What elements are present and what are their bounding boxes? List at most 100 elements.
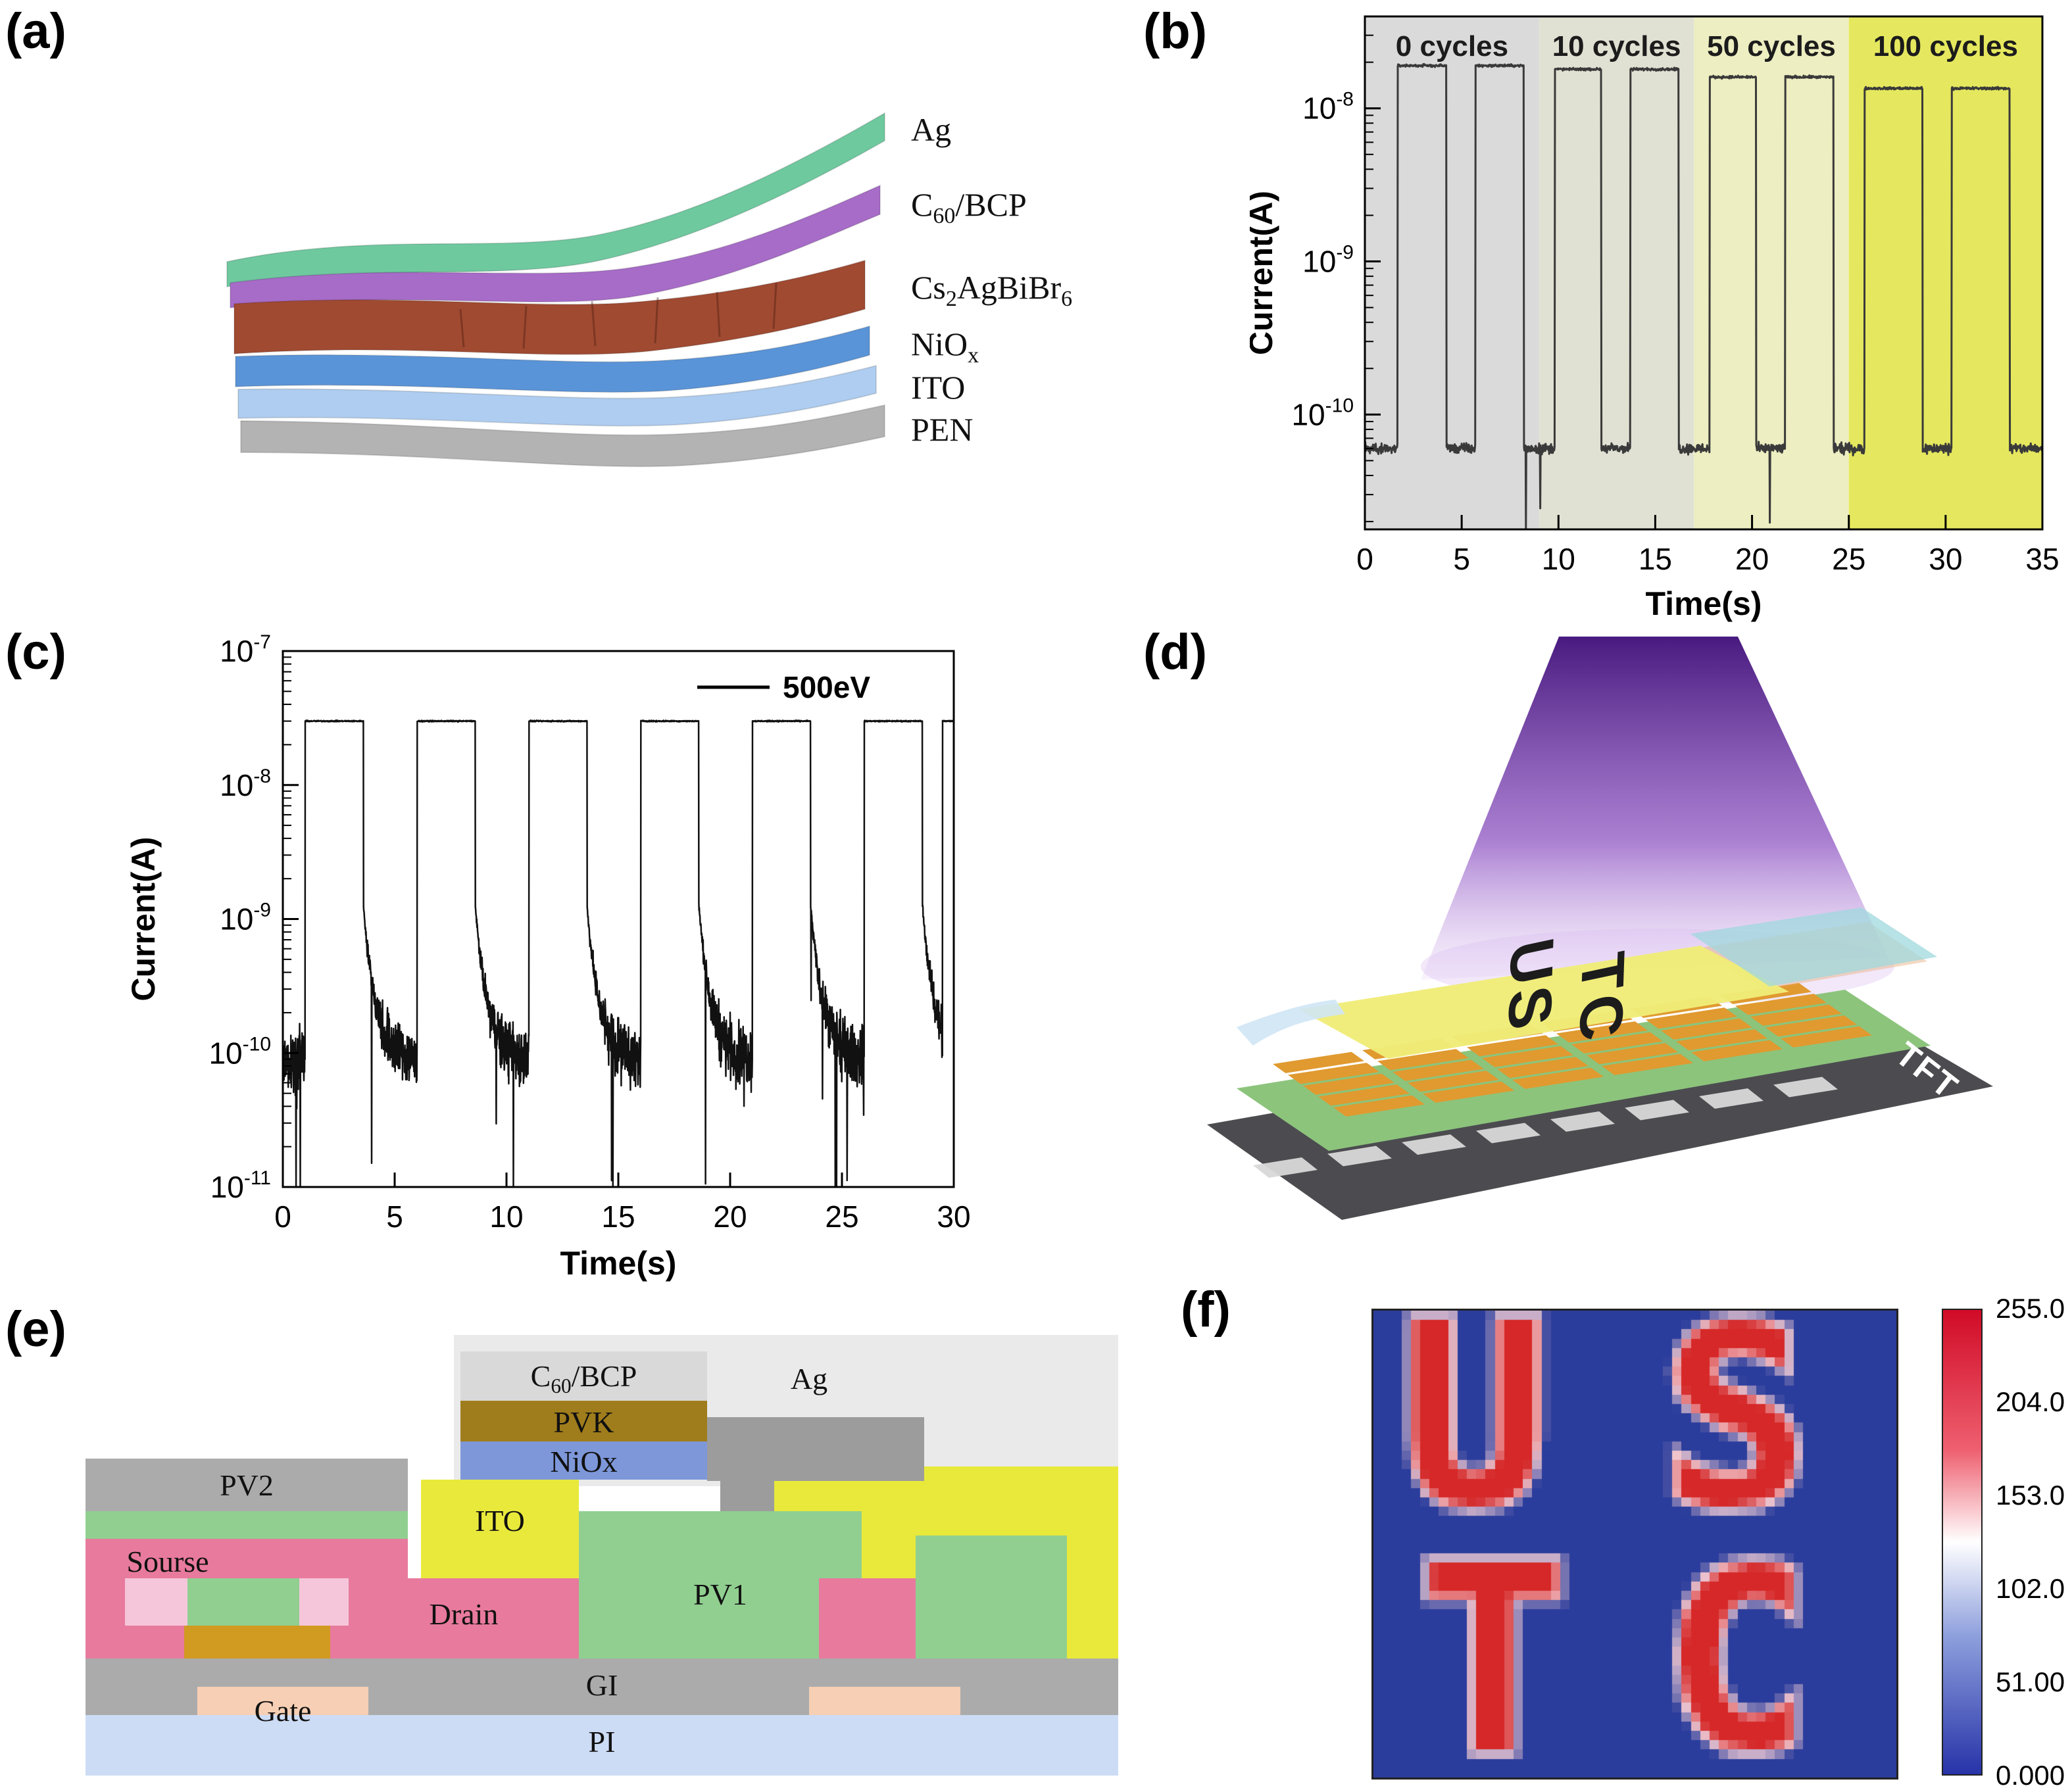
region-band <box>1848 16 2042 529</box>
y-tick-label: 10-10 <box>209 1033 271 1070</box>
pink-right-block <box>819 1578 918 1659</box>
label-pv1: PV1 <box>693 1578 747 1611</box>
cyan-cover-sheet <box>1690 908 1937 986</box>
x-tick-label: 10 <box>489 1199 523 1234</box>
c60bcp-layer <box>460 1351 707 1401</box>
x-tick-label: 30 <box>1929 542 1962 576</box>
layer-band-c60bcp <box>230 184 881 309</box>
x-tick-label: 5 <box>386 1199 403 1234</box>
colorbar-tick-label: 51.00 <box>1996 1666 2065 1697</box>
ustc-heatmap <box>1371 1309 1898 1780</box>
colorbar-tick-label: 102.0 <box>1996 1573 2065 1604</box>
pixel-cell <box>1556 1021 1648 1043</box>
axis-box <box>282 650 955 1188</box>
ito-block <box>421 1480 579 1578</box>
label-gate: Gate <box>254 1694 312 1728</box>
layer-band-ag <box>226 112 885 288</box>
x-axis-title: Time(s) <box>1646 585 1762 622</box>
axis-box <box>1364 15 2044 531</box>
pixel-cell <box>1675 1029 1767 1051</box>
layer-band-niox <box>235 325 870 393</box>
label-gi: GI <box>585 1668 618 1702</box>
panel-label-d: (d) <box>1143 624 1208 680</box>
device-cross-section: C60/BCP PVK NiOx Ag PV2 Sourse ITO Drain… <box>86 1335 1125 1789</box>
x-tick-label: 15 <box>1639 542 1672 576</box>
pixel-cell <box>1422 1081 1514 1103</box>
xray-beam <box>1421 637 1888 980</box>
x-tick-label: 20 <box>713 1199 747 1234</box>
gate-metal-block <box>184 1626 330 1659</box>
device-stack-illustration <box>226 112 885 468</box>
y-tick-label: 10-9 <box>220 900 271 936</box>
flex-cover-sliver <box>1237 1000 1345 1046</box>
y-tick-label: 10-7 <box>220 631 271 668</box>
colorbar <box>1942 1309 1983 1776</box>
pixel-cell <box>1392 1059 1484 1081</box>
x-tick-label: 30 <box>937 1199 970 1234</box>
label-part: /BCP <box>571 1359 637 1393</box>
contact-pad <box>1699 1088 1764 1109</box>
colorbar-tick-label: 0.000 <box>1996 1760 2065 1791</box>
label-niox: NiOx <box>550 1445 618 1478</box>
label-ito: ITO <box>475 1504 525 1538</box>
pixel-cell <box>1407 1071 1499 1092</box>
region-band <box>1694 16 1849 529</box>
pixel-cell <box>1318 1084 1410 1106</box>
pixel-cell <box>1377 1049 1469 1071</box>
pixel-cell <box>1333 1095 1425 1117</box>
pixel-cell <box>1660 1018 1752 1040</box>
x-tick-label: 15 <box>601 1199 635 1234</box>
x-tick-label: 25 <box>1832 542 1865 576</box>
y-tick-label: 10-8 <box>1302 89 1354 126</box>
perovskite-cracks <box>459 282 777 349</box>
region-label: 50 cycles <box>1707 30 1836 62</box>
colorbar-tick-label: 153.0 <box>1996 1480 2065 1511</box>
y-tick-label: 10-11 <box>210 1167 271 1204</box>
x-tick-label: 10 <box>1542 542 1575 576</box>
waveform-b <box>1364 62 2044 531</box>
pvk-layer <box>460 1401 707 1441</box>
label-sourse: Sourse <box>126 1545 209 1578</box>
contact-pad <box>1327 1146 1392 1167</box>
pv1-block <box>579 1511 862 1659</box>
contact-pad <box>1550 1111 1615 1132</box>
region-label: 0 cycles <box>1396 30 1508 62</box>
y-tick-label: 10-9 <box>1302 242 1354 279</box>
panel-label-a: (a) <box>5 3 66 59</box>
panel-label-c: (c) <box>5 624 66 680</box>
x-tick-label: 0 <box>274 1199 291 1234</box>
label-drain: Drain <box>429 1597 499 1631</box>
pixel-cell <box>1302 1073 1394 1095</box>
device-print-line1: US <box>1495 932 1567 1039</box>
contact-pad <box>1402 1134 1466 1155</box>
contact-pad <box>1625 1100 1689 1121</box>
pixel-cell <box>1288 1063 1379 1084</box>
pv2-block <box>86 1459 408 1511</box>
label-part: C <box>530 1359 551 1393</box>
x-axis-title: Time(s) <box>560 1245 677 1282</box>
pixel-cell <box>1765 1015 1857 1037</box>
contact-left <box>125 1578 187 1626</box>
pixel-cell <box>1272 1052 1364 1073</box>
y-tick-label: 10-10 <box>1291 395 1354 431</box>
niox-layer <box>460 1441 707 1480</box>
y-axis-title: Current(A) <box>125 837 162 1002</box>
label-pi: PI <box>588 1725 616 1758</box>
label-c60bcp: C60/BCP <box>460 1359 707 1398</box>
region-label: 100 cycles <box>1873 30 2018 62</box>
y-axis-title: Current(A) <box>1250 191 1279 355</box>
device-print-line2: TC <box>1566 947 1638 1050</box>
imaging-array-illustration: US TC TFT <box>1207 637 1993 1220</box>
layer-band-pen <box>240 404 885 468</box>
x-tick-label: 35 <box>2025 542 2059 576</box>
x-tick-label: 0 <box>1356 542 1373 576</box>
label-pv2: PV2 <box>220 1468 274 1502</box>
pixel-cell <box>1512 1067 1604 1089</box>
scintillator-panel <box>1299 946 1789 1059</box>
pixel-cell <box>1481 1046 1573 1067</box>
label-part: 60 <box>551 1374 572 1398</box>
waveform-c <box>282 719 954 1188</box>
